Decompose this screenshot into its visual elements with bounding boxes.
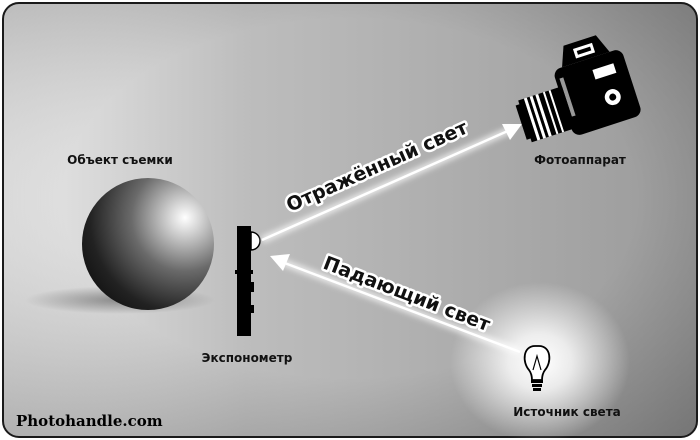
sphere-icon — [82, 178, 214, 310]
incident-ray — [270, 254, 522, 356]
light-bulb-icon — [523, 345, 551, 391]
light-source-label: Источник света — [513, 405, 621, 419]
camera-icon — [515, 35, 641, 143]
meter-label: Экспонометр — [202, 351, 293, 365]
camera-label: Фотоаппарат — [534, 153, 626, 167]
light-meter-icon — [235, 226, 261, 336]
brand-watermark: Photohandle.com — [16, 412, 163, 430]
subject-label: Объект съемки — [67, 153, 173, 167]
reflected-ray — [260, 124, 522, 244]
